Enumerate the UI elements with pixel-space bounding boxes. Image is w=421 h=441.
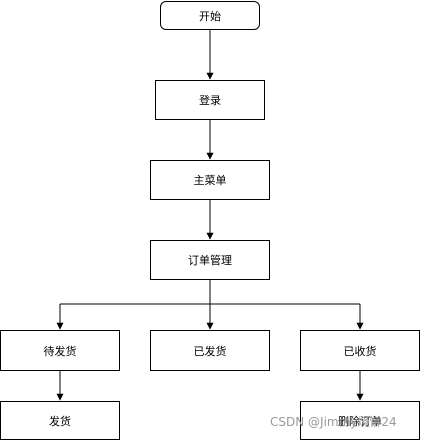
node-login: 登录	[155, 80, 265, 120]
node-ship: 发货	[0, 401, 120, 440]
node-shipped: 已发货	[150, 330, 270, 371]
node-main-menu: 主菜单	[150, 160, 270, 200]
node-delete-order: 删除订单	[300, 401, 420, 440]
node-pending-shipment: 待发货	[0, 330, 120, 371]
watermark: CSDN @Jimmy烧饼24	[270, 415, 397, 429]
node-start: 开始	[160, 1, 260, 30]
node-order-management: 订单管理	[150, 240, 270, 280]
node-received: 已收货	[300, 330, 420, 371]
